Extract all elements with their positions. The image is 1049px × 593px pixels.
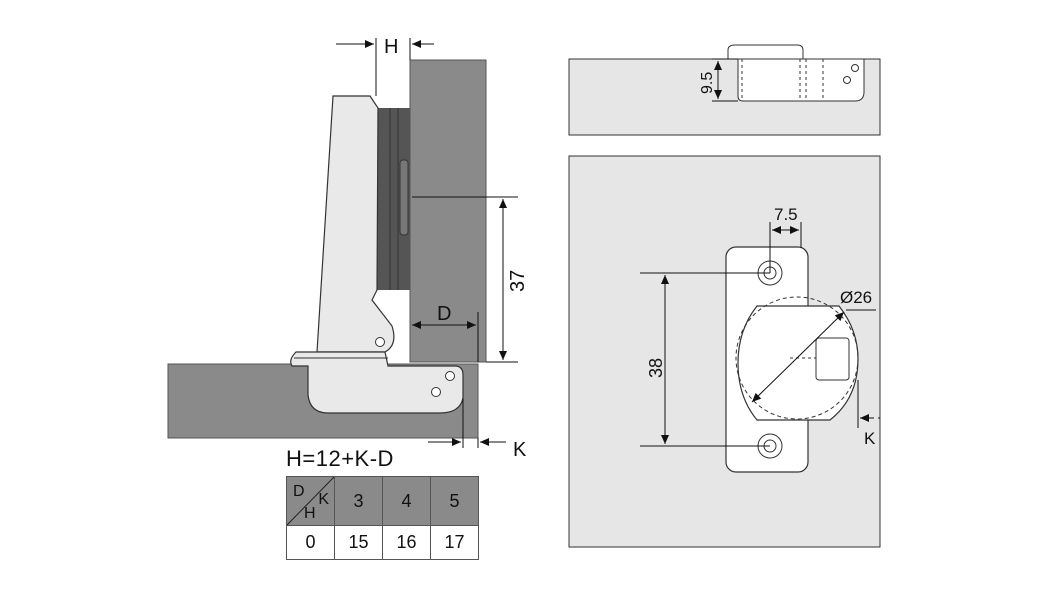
corner-diagonal [287, 477, 334, 525]
door-panel [409, 59, 487, 363]
table-h-cell: 17 [430, 525, 479, 560]
dim-k-right-label: K [864, 429, 876, 448]
dim-38-label: 38 [646, 358, 666, 378]
dim-k-left-label: K [513, 439, 527, 461]
dim-26-label: Ø26 [840, 288, 872, 307]
dim-26 [751, 309, 876, 403]
corner-d: D [293, 483, 305, 500]
dim-h [336, 38, 434, 96]
dim-d-label: D [437, 303, 451, 325]
table-k-cell: 3 [334, 476, 383, 526]
dim-7-5-label: 7.5 [774, 205, 798, 224]
table-header-row: D K H 3 4 5 [286, 476, 479, 526]
dim-9-5 [712, 58, 738, 102]
table-h-cell: 15 [334, 525, 383, 560]
dim-38 [640, 272, 770, 447]
dim-7-5 [769, 222, 802, 273]
dim-9-5-label: 9.5 [699, 72, 716, 94]
dim-d [412, 312, 479, 362]
table-corner-cell: D K H [286, 476, 335, 526]
dim-h-label: H [384, 36, 398, 58]
dim-k-right [857, 380, 880, 428]
hinge-cup [377, 108, 410, 290]
mounting-plate [290, 351, 464, 414]
plate-screw-b [431, 387, 441, 397]
table-d-cell: 0 [286, 525, 335, 560]
corner-h: H [304, 505, 316, 522]
table-k-cell: 5 [430, 476, 479, 526]
table-h-cell: 16 [382, 525, 431, 560]
corner-k: K [318, 491, 329, 508]
table-k-cell: 4 [382, 476, 431, 526]
dim-37 [412, 196, 518, 363]
spec-table: D K H 3 4 5 0 15 16 17 [286, 476, 479, 560]
plate-edge-view [727, 44, 865, 102]
dim-k-left [428, 398, 506, 448]
formula: H=12+K-D [286, 446, 394, 471]
arm-pivot [375, 337, 385, 347]
table-value-row: 0 15 16 17 [286, 525, 479, 560]
plate-screw-a [445, 371, 455, 381]
dim-37-label: 37 [507, 270, 529, 292]
